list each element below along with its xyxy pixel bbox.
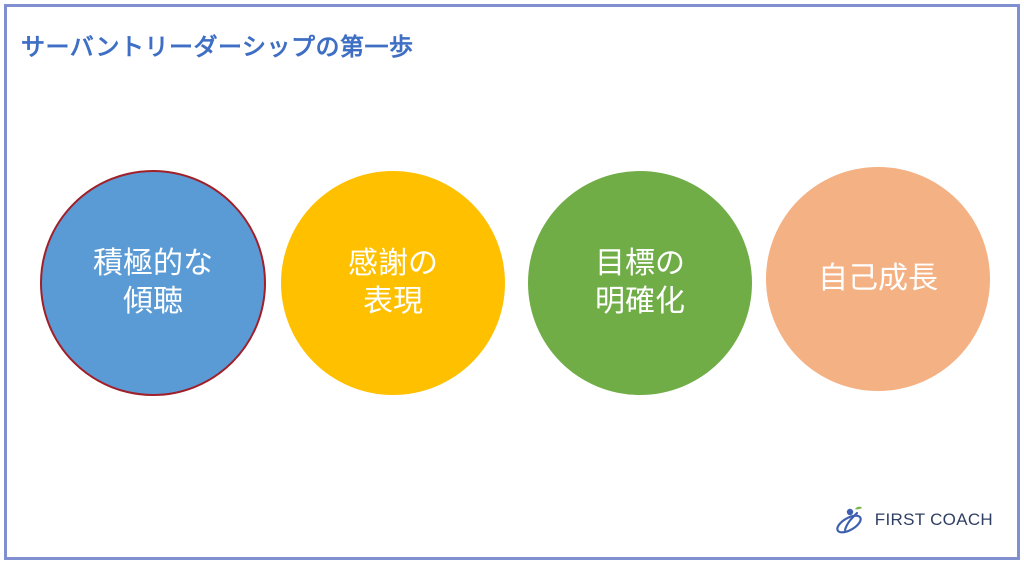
step-circle-clarifying-goals: 目標の 明確化 xyxy=(528,171,752,395)
first-coach-logo-icon xyxy=(836,506,862,534)
brand-name: FIRST COACH xyxy=(874,510,993,529)
step-label: 目標の 明確化 xyxy=(595,246,685,319)
step-circle-active-listening: 積極的な 傾聴 xyxy=(40,170,266,396)
step-label: 積極的な 傾聴 xyxy=(93,246,213,319)
step-circle-self-growth: 自己成長 xyxy=(766,167,990,391)
step-label: 感謝の 表現 xyxy=(348,246,438,319)
step-circle-expressing-gratitude: 感謝の 表現 xyxy=(281,171,505,395)
brand-logo: FIRST COACH xyxy=(833,503,993,537)
step-label: 自己成長 xyxy=(818,261,938,296)
slide-title: サーバントリーダーシップの第一歩 xyxy=(21,33,414,61)
slide-frame: サーバントリーダーシップの第一歩 積極的な 傾聴 感謝の 表現 目標の 明確化 … xyxy=(4,4,1020,560)
